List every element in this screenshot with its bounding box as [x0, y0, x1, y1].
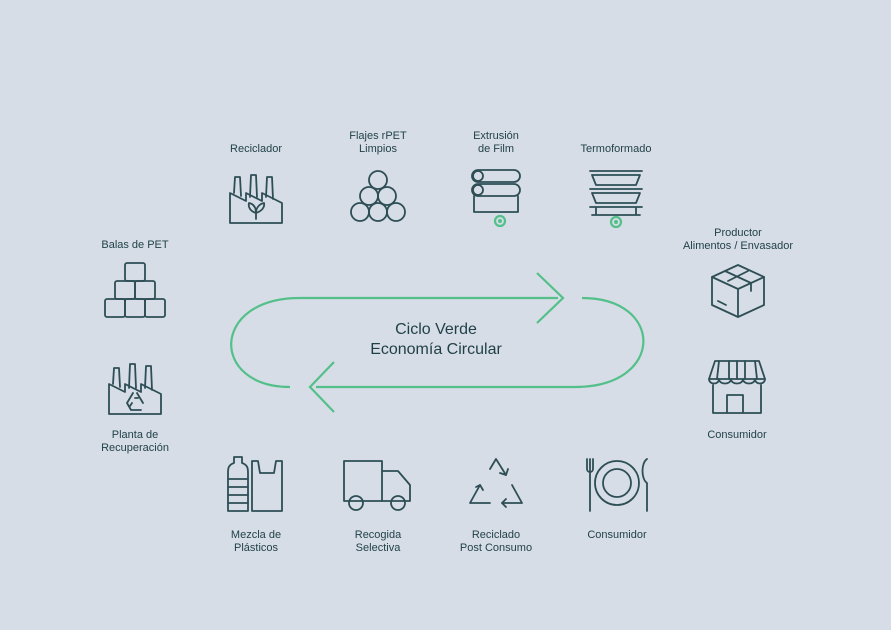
bottle-bag-icon: [226, 455, 286, 515]
node-mezcla-plasticos: Mezcla de Plásticos: [176, 455, 336, 560]
node-label: Planta de Recuperación: [101, 429, 169, 454]
node-label: Productor Alimentos / Envasador: [682, 227, 794, 252]
box-package-icon: [708, 261, 768, 321]
node-label: Consumidor: [707, 429, 767, 441]
node-productor: Productor Alimentos / Envasador: [658, 225, 818, 325]
cycle-arrow-top: [230, 296, 558, 389]
node-label: Termoformado: [580, 143, 652, 155]
node-label: Mezcla de Plásticos: [230, 529, 282, 554]
recycle-icon: [466, 455, 526, 515]
node-balas-pet: Balas de PET: [55, 237, 215, 327]
stacked-bales-icon: [104, 261, 166, 321]
node-label: Balas de PET: [101, 239, 169, 251]
film-roll-machine-icon: [466, 166, 526, 228]
truck-icon: [343, 455, 411, 515]
node-label: Consumidor: [587, 529, 647, 541]
node-flajes-rpet: Flajes rPET Limpios: [298, 128, 458, 228]
cycle-arrow-top-head: [536, 272, 565, 324]
node-reciclador: Reciclador: [176, 141, 336, 231]
node-label: Recogida Selectiva: [354, 529, 402, 554]
stacked-rolls-icon: [348, 166, 408, 226]
node-label: Extrusión de Film: [473, 130, 519, 155]
node-consumidor-plato: Consumidor: [537, 455, 697, 550]
node-reciclado-post-consumo: Reciclado Post Consumo: [416, 455, 576, 560]
node-termoformado: Termoformado: [536, 141, 696, 241]
node-label: Flajes rPET Limpios: [349, 130, 407, 155]
factory-recycle-icon: [105, 358, 165, 418]
storefront-icon: [707, 357, 767, 417]
factory-leaf-icon: [226, 167, 286, 227]
node-consumidor-tienda: Consumidor: [657, 357, 817, 447]
cycle-title-line1: Ciclo Verde: [395, 321, 477, 338]
node-label: Reciclador: [230, 143, 282, 155]
node-planta-recuperacion: Planta de Recuperación: [55, 358, 215, 458]
cycle-arrow-bottom: [316, 296, 645, 389]
cycle-arrow-bottom-head: [308, 361, 335, 413]
node-extrusion-film: Extrusión de Film: [416, 128, 576, 238]
cycle-title-line2: Economía Circular: [370, 341, 502, 358]
node-label: Reciclado Post Consumo: [459, 529, 533, 554]
node-recogida-selectiva: Recogida Selectiva: [298, 455, 458, 560]
thermoforming-trays-icon: [586, 167, 646, 229]
cycle-title: Ciclo Verde Economía Circular: [316, 320, 556, 360]
plate-cutlery-icon: [586, 455, 648, 515]
